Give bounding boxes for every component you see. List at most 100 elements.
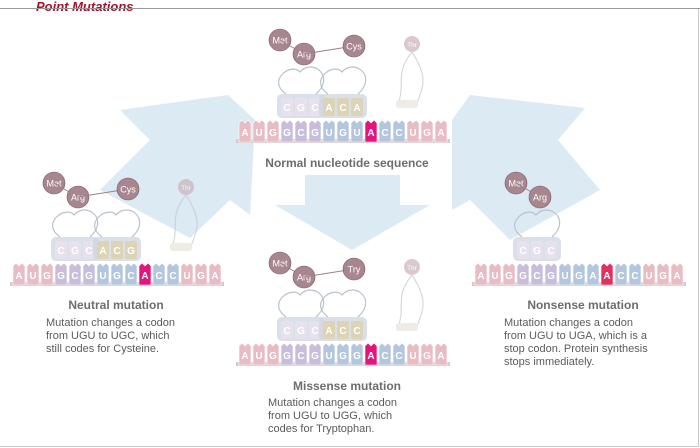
mrna-base [392, 119, 406, 143]
mrna-base [12, 262, 26, 286]
description-line: codes for Tryptophan. [268, 423, 375, 435]
mrna-base [378, 119, 392, 143]
anticodon-base [295, 98, 307, 116]
mrna-base [670, 262, 684, 286]
mrna-base [54, 262, 68, 286]
mrna-base-letter: C [297, 351, 304, 362]
mrna-base-letter: G [57, 271, 65, 282]
mrna-base-letter: G [575, 271, 583, 282]
mrna-base [364, 342, 378, 366]
mrna-base-letter: G [311, 128, 319, 139]
description-line: still codes for Cysteine. [46, 343, 160, 355]
description-line: from UGU to UGA, which is a [504, 330, 648, 342]
mrna-base [82, 262, 96, 286]
anticodon-letter: G [297, 326, 305, 337]
incoming-trna-loop [171, 194, 198, 250]
header-rule [0, 8, 700, 9]
mrna-base [516, 262, 530, 286]
mrna-base-letter: G [423, 128, 431, 139]
anticodon-base [323, 321, 335, 339]
anticodon-base [531, 241, 543, 259]
mrna-base-letter: G [519, 271, 527, 282]
caption-neutral: Neutral mutation [68, 298, 164, 312]
incoming-amino-acid [178, 179, 194, 195]
mrna-base-letter: C [631, 271, 638, 282]
mrna-base-letter: U [255, 128, 262, 139]
anticodon-base [351, 98, 363, 116]
mrna-base [280, 342, 294, 366]
description-line: from UGU to UGG, which [268, 410, 393, 422]
description-line: stop codon. Protein synthesis [504, 343, 648, 355]
anticodon-base [69, 241, 81, 259]
description-line: stops immediately. [504, 356, 595, 368]
mrna-base-letter: G [659, 271, 667, 282]
mrna-base-letter: A [15, 271, 22, 282]
trna-loop [320, 66, 367, 95]
mrna-base [406, 342, 420, 366]
anticodon-base [309, 98, 321, 116]
anticodon-letter: G [127, 246, 135, 257]
anticodon-base [323, 98, 335, 116]
anticodon-base [337, 98, 349, 116]
mrna-base-letter: G [339, 351, 347, 362]
mrna-base-letter: C [617, 271, 624, 282]
mrna-base [336, 119, 350, 143]
mrna-base-letter: G [197, 271, 205, 282]
mrna-base-letter: U [325, 128, 332, 139]
mrna-base-letter: G [269, 351, 277, 362]
trna-loop [320, 289, 367, 318]
description-line: Mutation changes a codon [46, 317, 176, 329]
mrna-base-letter: C [169, 271, 176, 282]
mrna-base-letter: U [645, 271, 652, 282]
amino-acid-ball [342, 257, 366, 281]
mrna-base [530, 262, 544, 286]
mrna-base [96, 262, 110, 286]
mrna-base [642, 262, 656, 286]
mrna-base [308, 119, 322, 143]
mrna-base [434, 119, 448, 143]
mrna-base-letter: U [409, 128, 416, 139]
anticodon-letter: C [85, 246, 92, 257]
mrna-base [294, 342, 308, 366]
anticodon-base [125, 241, 137, 259]
mrna-base [180, 262, 194, 286]
mrna-base-letter: G [353, 351, 361, 362]
anticodon-letter: A [99, 246, 106, 257]
mrna-base-letter: A [141, 271, 148, 282]
incoming-anticodon [396, 323, 418, 331]
amino-acid-label: Arg [297, 50, 311, 60]
mrna-base-letter: G [423, 351, 431, 362]
mrna-base [266, 342, 280, 366]
mrna-base [350, 342, 364, 366]
mrna-base [238, 342, 252, 366]
anticodon-letter: C [339, 326, 346, 337]
anticodon-letter: C [283, 326, 290, 337]
mrna-base-letter: A [211, 271, 218, 282]
anticodon-base [281, 98, 293, 116]
mrna-base-letter: G [85, 271, 93, 282]
mrna-base-letter: C [381, 351, 388, 362]
mrna-base [392, 342, 406, 366]
anticodon-letter: C [353, 326, 360, 337]
description-neutral: Mutation changes a codon from UGU to UGC… [46, 317, 175, 356]
anticodon-letter: A [353, 103, 360, 114]
mrna-base [420, 119, 434, 143]
mrna-base [238, 119, 252, 143]
anticodon-letter: G [71, 246, 79, 257]
mrna-base [378, 342, 392, 366]
anticodon-letter: C [113, 246, 120, 257]
mrna-base-letter: C [297, 128, 304, 139]
incoming-trna: Thr [170, 179, 198, 251]
anticodon-base [517, 241, 529, 259]
